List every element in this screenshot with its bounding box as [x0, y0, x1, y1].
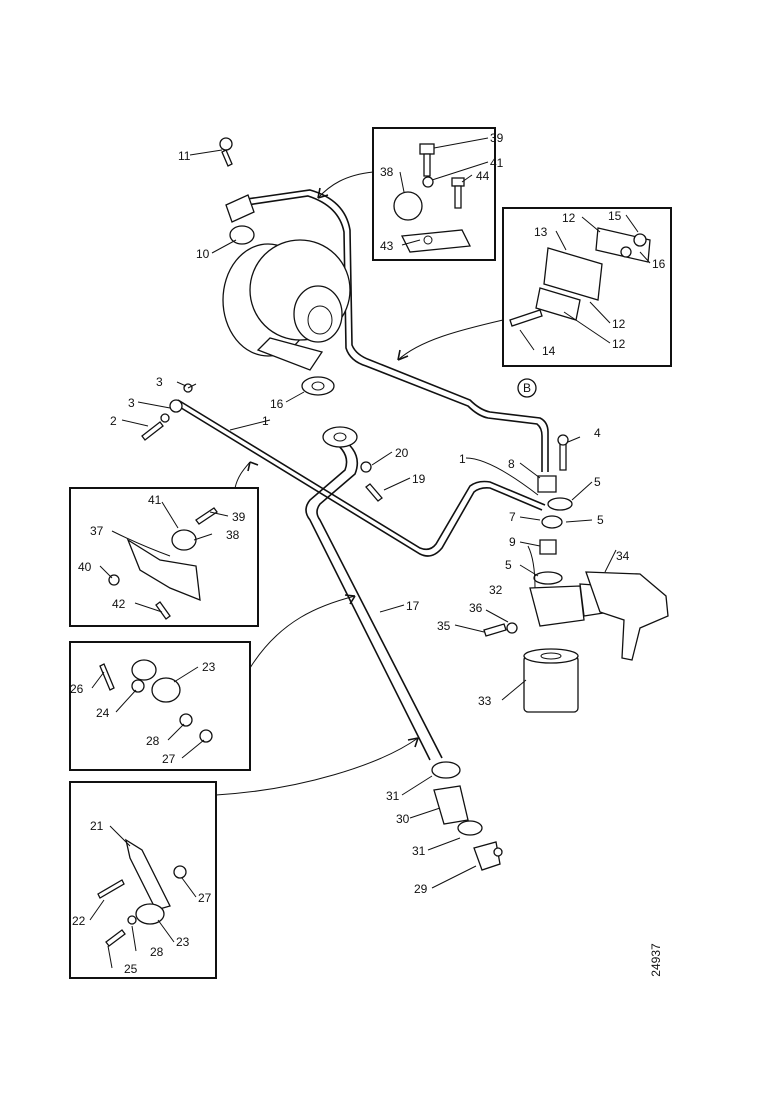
- label-part-19: 19: [412, 472, 426, 486]
- leader-lines: [89, 137, 651, 969]
- label-part-12b: 12: [612, 317, 626, 331]
- label-part-1a: 1: [262, 414, 269, 428]
- label-part-11: 11: [178, 149, 191, 163]
- label-part-43: 43: [380, 239, 394, 253]
- detail-bracket-left-parts: [97, 838, 187, 947]
- label-part-22: 22: [72, 914, 86, 928]
- label-part-8: 8: [508, 457, 515, 471]
- filter-assembly: [483, 434, 669, 713]
- flanges: [301, 376, 383, 502]
- label-part-37: 37: [90, 524, 104, 538]
- label-part-38b: 38: [226, 528, 240, 542]
- label-part-18: 16: [270, 397, 284, 411]
- label-part-5b: 5: [597, 513, 604, 527]
- detail-box-mid-left: [69, 487, 259, 627]
- label-part-10: 10: [196, 247, 210, 261]
- label-part-23b: 23: [176, 935, 190, 949]
- label-part-5a: 5: [594, 475, 601, 489]
- detail-box-bracket-left: [69, 781, 217, 979]
- label-part-44: 44: [476, 169, 490, 183]
- label-part-1b: 1: [459, 452, 466, 466]
- label-part-9: 9: [509, 535, 516, 549]
- detail-box-top-right: [502, 207, 672, 367]
- label-part-3a: 3: [156, 375, 163, 389]
- drain-lower-parts: [431, 761, 503, 871]
- turbocharger: [222, 194, 351, 371]
- callout-letter-b: B: [523, 381, 531, 395]
- label-part-41a: 41: [490, 156, 504, 170]
- label-part-33: 33: [478, 694, 492, 708]
- label-part-26: 26: [70, 682, 84, 696]
- label-part-4: 4: [594, 426, 601, 440]
- label-part-27a: 27: [162, 752, 176, 766]
- label-part-20: 20: [395, 446, 409, 460]
- detail-box-clamp-left: [69, 641, 251, 771]
- label-part-32: 32: [489, 583, 503, 597]
- label-part-5c: 5: [505, 558, 512, 572]
- label-part-41b: 41: [148, 493, 162, 507]
- label-part-39b: 39: [232, 510, 246, 524]
- label-part-38a: 38: [380, 165, 394, 179]
- label-part-12c: 12: [612, 337, 626, 351]
- label-part-34: 34: [616, 549, 630, 563]
- detail-top-center-parts: [393, 143, 472, 253]
- label-part-14: 14: [542, 344, 556, 358]
- label-part-21: 21: [90, 819, 104, 833]
- label-part-7: 7: [509, 510, 516, 524]
- label-part-39a: 39: [490, 131, 504, 145]
- pipe-drain-17: [305, 435, 443, 761]
- label-part-29: 29: [414, 882, 428, 896]
- label-part-24: 24: [96, 706, 110, 720]
- label-part-12a: 12: [562, 211, 576, 225]
- label-part-31a: 31: [386, 789, 400, 803]
- label-part-15: 15: [608, 209, 622, 223]
- label-part-28a: 28: [146, 734, 160, 748]
- detail-clamp-left-parts: [99, 659, 213, 743]
- figure-code: 24937: [649, 943, 663, 977]
- fittings-left: [141, 137, 233, 441]
- label-part-28b: 28: [150, 945, 164, 959]
- label-part-23a: 23: [202, 660, 216, 674]
- label-part-42: 42: [112, 597, 126, 611]
- detail-box-top-center: [372, 127, 496, 261]
- pipe-rod-1: [177, 399, 546, 557]
- pipe-oil-feed: [239, 189, 549, 472]
- label-part-25: 25: [124, 962, 138, 976]
- label-part-36: 36: [469, 601, 483, 615]
- label-part-3b: 3: [128, 396, 135, 410]
- label-part-13: 13: [534, 225, 548, 239]
- label-part-35: 35: [437, 619, 451, 633]
- label-part-16b: 16: [652, 257, 666, 271]
- label-part-31b: 31: [412, 844, 426, 858]
- label-part-40: 40: [78, 560, 92, 574]
- callout-circle-b: [517, 378, 537, 398]
- label-part-27b: 27: [198, 891, 212, 905]
- label-part-17: 17: [406, 599, 420, 613]
- detail-top-right-parts: [509, 227, 651, 327]
- label-part-30: 30: [396, 812, 410, 826]
- connector-arrows: [215, 171, 504, 796]
- label-part-2: 2: [110, 414, 117, 428]
- part-number-labels: 11 10 3 3 2 1 16 20 19 1 8 4 5 7 5 9 5 3…: [70, 131, 666, 976]
